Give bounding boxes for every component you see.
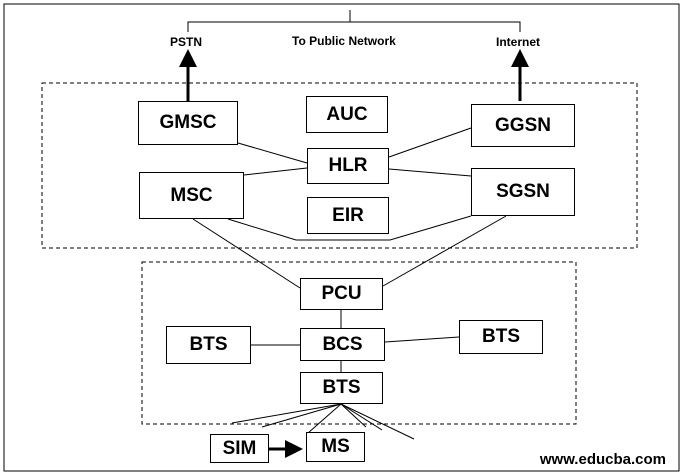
bts-left-node: BTS (166, 326, 251, 364)
fan-line (340, 403, 367, 428)
public-network-label: To Public Network (292, 34, 396, 48)
hlr-node: HLR (307, 148, 389, 184)
outer-border (3, 3, 680, 472)
bts-bottom-node: BTS (300, 372, 383, 404)
link-msc-hlr (243, 167, 308, 176)
pcu-node: PCU (300, 278, 383, 310)
eir-node: EIR (307, 197, 389, 234)
sim-node: SIM (210, 434, 269, 463)
radio-network-region (141, 261, 577, 425)
link-hlr-sgsn (388, 168, 472, 177)
link-sgsn-pcu (382, 215, 507, 287)
core-network-region (41, 82, 638, 249)
bts-right-node: BTS (459, 320, 543, 354)
ms-node: MS (306, 432, 365, 462)
ggsn-node: GGSN (471, 104, 575, 147)
pstn-label: PSTN (170, 35, 203, 49)
fan-line (340, 403, 415, 440)
watermark-text: www.educba.com (539, 451, 666, 468)
link-hlr-ggsn (388, 127, 472, 158)
sgsn-node: SGSN (471, 168, 575, 216)
fan-line (340, 403, 383, 431)
link-msc-pcu (192, 218, 301, 289)
link-bcs-bts-right (384, 336, 460, 343)
fan-line (231, 403, 342, 424)
fan-line (261, 403, 342, 428)
auc-node: AUC (306, 96, 388, 133)
link-msc-sgsn (227, 215, 472, 241)
gmsc-node: GMSC (138, 101, 238, 145)
public-network-brace (187, 10, 521, 32)
fan-line (307, 403, 342, 434)
internet-label: Internet (496, 35, 541, 49)
bcs-node: BCS (300, 328, 385, 361)
msc-node: MSC (139, 172, 244, 219)
link-gmsc-hlr (237, 142, 308, 164)
